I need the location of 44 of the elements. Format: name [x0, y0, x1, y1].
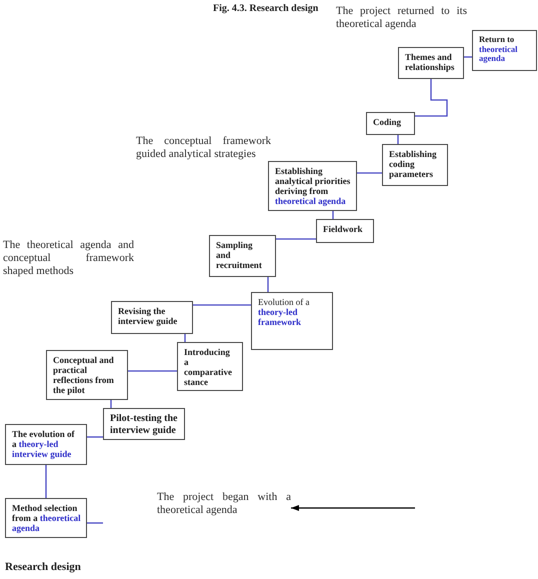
box-label: Return to theoretical agenda	[479, 35, 519, 64]
connector-line	[45, 465, 47, 498]
box-label: Introducing a comparative stance	[184, 347, 233, 387]
process-box	[111, 301, 193, 334]
process-box	[366, 112, 415, 135]
annotation-text: The project began with a theoretical agenda	[157, 491, 291, 517]
box-label: The evolution of a theory-led interview guide	[12, 429, 76, 459]
box-label: Fieldwork	[323, 224, 364, 234]
connector-line	[87, 436, 103, 438]
annotation-text: The theoretical agenda and conceptual framework shaped methods	[3, 239, 134, 278]
process-box	[268, 161, 357, 211]
box-label: Pilot-testing the interview guide	[110, 413, 178, 436]
box-label: Method selection from a theoretical agenda	[12, 503, 82, 533]
annotation-text: The conceptual framework guided analytical strategies	[136, 135, 271, 161]
process-box	[472, 30, 537, 71]
connector-line	[193, 304, 251, 306]
process-box	[103, 408, 185, 440]
connector-line	[128, 370, 177, 372]
connector-line	[87, 522, 103, 524]
process-box	[209, 235, 276, 277]
box-label: Establishing coding parameters	[389, 149, 438, 179]
box-label: Revising the interview guide	[118, 306, 178, 326]
process-box	[382, 144, 448, 186]
arrow	[291, 505, 415, 511]
box-label: Evolution of a theory-led framework	[258, 297, 310, 327]
process-box	[46, 350, 128, 400]
section-heading: Research design	[5, 561, 81, 573]
process-box	[398, 47, 464, 79]
box-label: Coding	[373, 117, 402, 127]
figure-title: Fig. 4.3. Research design	[213, 3, 318, 14]
box-label: Sampling and recruitment	[216, 240, 263, 270]
process-box	[177, 342, 243, 391]
process-box	[316, 219, 374, 243]
connector-line	[415, 79, 448, 117]
connector-line	[267, 277, 269, 292]
connector-line	[276, 238, 316, 240]
box-label: Establishing analytical priorities deriving from theoretical agenda	[275, 166, 352, 206]
process-box	[251, 292, 333, 350]
box-label: Conceptual and practical reflections from the pilot	[53, 355, 115, 395]
process-box	[5, 424, 87, 465]
box-label: Themes and relationships	[405, 52, 456, 72]
annotation-text: The project returned to its theoretical agenda	[336, 5, 467, 31]
process-box	[5, 498, 87, 538]
connector-line	[357, 172, 382, 174]
